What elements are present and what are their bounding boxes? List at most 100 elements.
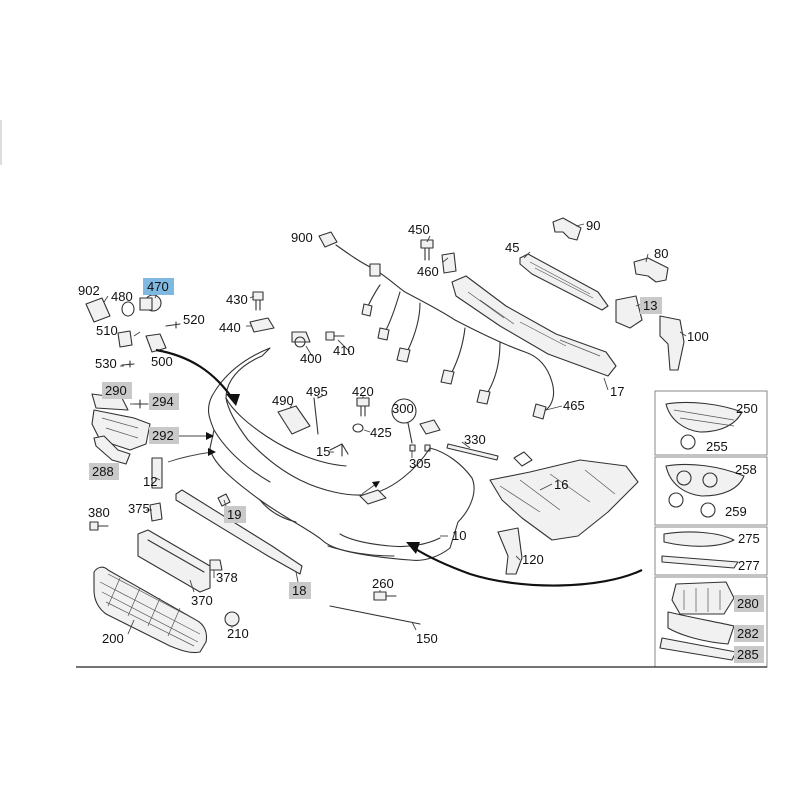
callout-250[interactable]: 250	[736, 401, 758, 416]
callout-378[interactable]: 378	[216, 570, 238, 585]
callout-420[interactable]: 420	[352, 384, 374, 399]
grey-badge	[102, 382, 132, 399]
callout-260[interactable]: 260	[372, 576, 394, 591]
callout-288[interactable]: 288	[89, 463, 119, 480]
svg-text:378: 378	[216, 570, 238, 585]
callout-17[interactable]: 17	[610, 384, 624, 399]
svg-text:255: 255	[706, 439, 728, 454]
bracket-375	[149, 502, 163, 522]
callout-258[interactable]: 258	[735, 462, 757, 477]
callout-200[interactable]: 200	[102, 631, 124, 646]
callout-460[interactable]: 460	[417, 264, 439, 279]
callout-90[interactable]: 90	[586, 218, 600, 233]
callout-500[interactable]: 500	[151, 354, 173, 369]
callout-285[interactable]: 285	[734, 646, 764, 663]
svg-text:258: 258	[735, 462, 757, 477]
callout-440[interactable]: 440	[219, 320, 241, 335]
callout-255[interactable]: 255	[706, 439, 728, 454]
callout-277[interactable]: 277	[738, 558, 760, 573]
callout-300[interactable]: 300	[392, 401, 414, 416]
callout-120[interactable]: 120	[522, 552, 544, 567]
clip-440	[249, 317, 275, 333]
callout-19[interactable]: 19	[224, 506, 246, 523]
callout-280[interactable]: 280	[734, 595, 764, 612]
grey-badge	[734, 646, 764, 663]
callout-430[interactable]: 430	[226, 292, 248, 307]
callout-10[interactable]: 10	[452, 528, 466, 543]
callout-80[interactable]: 80	[654, 246, 668, 261]
svg-text:260: 260	[372, 576, 394, 591]
callout-13[interactable]: 13	[640, 297, 662, 314]
svg-text:425: 425	[370, 425, 392, 440]
callout-45[interactable]: 45	[505, 240, 519, 255]
screw-380	[89, 521, 109, 531]
svg-text:80: 80	[654, 246, 668, 261]
callout-330[interactable]: 330	[464, 432, 486, 447]
sensor-400	[291, 331, 311, 348]
callout-12[interactable]: 12	[143, 474, 157, 489]
svg-text:13: 13	[643, 298, 657, 313]
callout-400[interactable]: 400	[300, 351, 322, 366]
callout-530[interactable]: 530	[95, 356, 117, 371]
module-490	[277, 405, 311, 435]
bolt-420	[356, 397, 370, 417]
callout-510[interactable]: 510	[96, 323, 118, 338]
callout-470[interactable]: 470	[143, 278, 174, 295]
screw-410	[325, 331, 345, 341]
leader-lines	[103, 223, 687, 635]
callout-900[interactable]: 900	[291, 230, 313, 245]
callout-520[interactable]: 520	[183, 312, 205, 327]
callout-290[interactable]: 290	[102, 382, 132, 399]
wiring-harness-900	[318, 231, 555, 420]
grey-badge	[149, 393, 179, 410]
callout-210[interactable]: 210	[227, 626, 249, 641]
callout-294[interactable]: 294	[149, 393, 179, 410]
svg-text:902: 902	[78, 283, 100, 298]
callout-495[interactable]: 495	[306, 384, 328, 399]
callout-465[interactable]: 465	[563, 398, 585, 413]
detail-300	[391, 398, 441, 452]
bracket-90	[552, 217, 582, 241]
callout-450[interactable]: 450	[408, 222, 430, 237]
callout-380[interactable]: 380	[88, 505, 110, 520]
callout-425[interactable]: 425	[370, 425, 392, 440]
screw-260	[373, 591, 397, 601]
svg-text:450: 450	[408, 222, 430, 237]
svg-text:280: 280	[737, 596, 759, 611]
svg-text:400: 400	[300, 351, 322, 366]
svg-text:500: 500	[151, 354, 173, 369]
grey-badge	[289, 582, 311, 599]
callout-282[interactable]: 282	[734, 625, 764, 642]
callout-100[interactable]: 100	[687, 329, 709, 344]
grille-280	[659, 581, 737, 661]
svg-text:285: 285	[737, 647, 759, 662]
callout-16[interactable]: 16	[554, 477, 568, 492]
svg-text:294: 294	[152, 394, 174, 409]
svg-text:18: 18	[292, 583, 306, 598]
callout-480[interactable]: 480	[111, 289, 133, 304]
callout-370[interactable]: 370	[191, 593, 213, 608]
callout-275[interactable]: 275	[738, 531, 760, 546]
callout-902[interactable]: 902	[78, 283, 100, 298]
callout-15[interactable]: 15	[316, 444, 330, 459]
callout-305[interactable]: 305	[409, 456, 431, 471]
sensor-210	[224, 611, 240, 627]
callout-150[interactable]: 150	[416, 631, 438, 646]
callout-410[interactable]: 410	[333, 343, 355, 358]
grey-badge	[734, 595, 764, 612]
callout-18[interactable]: 18	[289, 582, 311, 599]
screw-520	[165, 321, 181, 329]
svg-text:200: 200	[102, 631, 124, 646]
callout-259[interactable]: 259	[725, 504, 747, 519]
callout-labels: 900 450 460 90 45 80 13 100 902 470 480 …	[78, 218, 764, 663]
callout-375[interactable]: 375	[128, 501, 150, 516]
callout-292[interactable]: 292	[149, 427, 179, 444]
svg-text:19: 19	[227, 507, 241, 522]
bracket-80	[633, 257, 669, 283]
svg-text:430: 430	[226, 292, 248, 307]
svg-text:520: 520	[183, 312, 205, 327]
screw-294	[133, 399, 149, 409]
callout-490[interactable]: 490	[272, 393, 294, 408]
svg-text:530: 530	[95, 356, 117, 371]
